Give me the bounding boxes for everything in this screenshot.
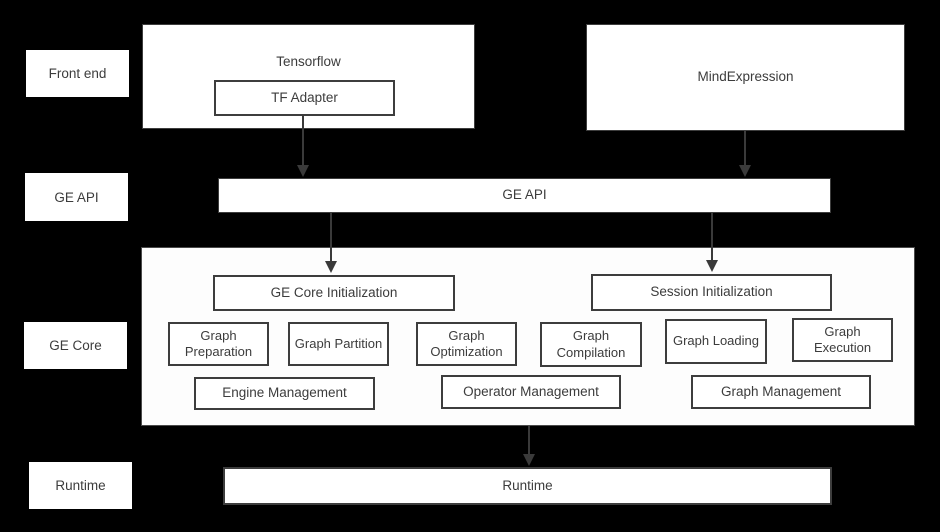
arrow-shaft [744, 131, 746, 165]
graph-management-box: Graph Management [691, 375, 871, 409]
arrow-head-icon [706, 260, 718, 272]
row-label-ge-core: GE Core [24, 322, 127, 369]
graph-compilation-box: Graph Compilation [540, 322, 642, 367]
arrow-shaft [528, 426, 530, 454]
graph-loading-box: Graph Loading [665, 319, 767, 364]
ge-api-bar: GE API [218, 178, 831, 213]
graph-execution-box: Graph Execution [792, 318, 893, 362]
arrow-head-icon [523, 454, 535, 466]
row-label-front-end: Front end [26, 50, 129, 97]
session-initialization-box: Session Initialization [591, 274, 832, 311]
row-label-ge-api: GE API [25, 173, 128, 221]
mindexpression-box: MindExpression [586, 24, 905, 131]
arrow-ge-core-to-runtime [523, 426, 535, 466]
arrow-ge-api-to-ge-core-initialization [325, 213, 337, 273]
graph-optimization-box: Graph Optimization [416, 322, 517, 366]
operator-management-box: Operator Management [441, 375, 621, 409]
tensorflow-box: Tensorflow TF Adapter [142, 24, 475, 129]
arrow-shaft [711, 213, 713, 260]
graph-partition-box: Graph Partition [288, 322, 389, 366]
runtime-bar: Runtime [223, 467, 832, 505]
arrow-head-icon [297, 165, 309, 177]
arrow-tf-adapter-to-ge-api [297, 115, 309, 177]
arrow-head-icon [739, 165, 751, 177]
engine-management-box: Engine Management [194, 377, 375, 410]
ge-core-initialization-box: GE Core Initialization [213, 275, 455, 311]
tensorflow-label: Tensorflow [276, 54, 341, 69]
tf-adapter-box: TF Adapter [214, 80, 395, 116]
arrow-mindexpression-to-ge-api [739, 131, 751, 177]
arrow-ge-api-to-session-initialization [706, 213, 718, 272]
arrow-shaft [302, 115, 304, 165]
arrow-shaft [330, 213, 332, 261]
arrow-head-icon [325, 261, 337, 273]
row-label-runtime: Runtime [29, 462, 132, 509]
graph-preparation-box: Graph Preparation [168, 322, 269, 366]
ge-core-container: GE Core Initialization Session Initializ… [141, 247, 915, 426]
